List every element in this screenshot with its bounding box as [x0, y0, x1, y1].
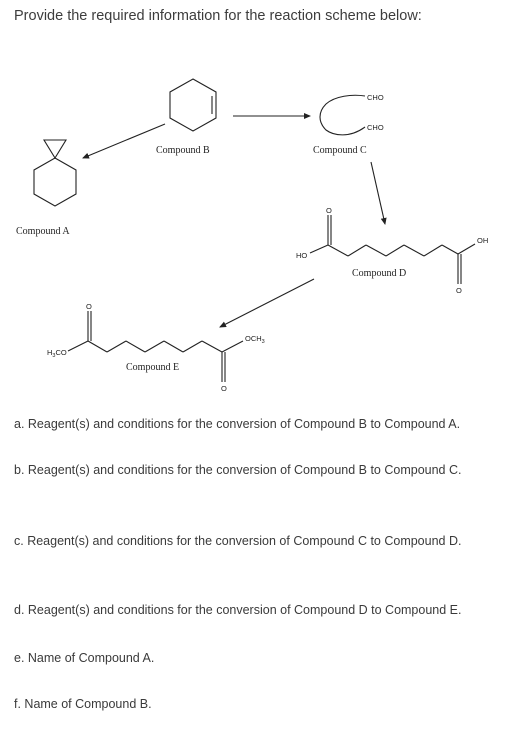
och3-group: OCH3	[245, 334, 265, 345]
compound-a-label: Compound A	[16, 226, 70, 237]
reaction-scheme: Compound B Compound A Compound C Compoun…	[16, 78, 488, 393]
compound-d-label: Compound D	[352, 268, 406, 279]
arrow-c-to-d	[370, 161, 387, 225]
question-intro: Provide the required information for the…	[14, 8, 422, 24]
question-f: f. Name of Compound B.	[14, 697, 152, 711]
carbonyl-o-e-right: O	[221, 384, 227, 393]
compound-e-structure	[67, 311, 244, 382]
compound-b-label: Compound B	[156, 145, 210, 156]
compound-d-structure	[309, 215, 476, 284]
question-e: e. Name of Compound A.	[14, 651, 155, 665]
question-d: d. Reagent(s) and conditions for the con…	[14, 603, 462, 617]
compound-c-structure	[319, 94, 366, 136]
oh-group: OH	[477, 236, 488, 245]
cho-group-top: CHO	[367, 93, 384, 102]
question-b: b. Reagent(s) and conditions for the con…	[14, 463, 462, 477]
arrow-b-to-a	[82, 123, 166, 159]
compound-c-label: Compound C	[313, 145, 367, 156]
cho-group-bottom: CHO	[367, 123, 384, 132]
question-c: c. Reagent(s) and conditions for the con…	[14, 534, 462, 548]
question-a: a. Reagent(s) and conditions for the con…	[14, 417, 461, 431]
compound-e-label: Compound E	[126, 362, 179, 373]
compound-b-structure	[169, 78, 217, 132]
compound-a-structure	[33, 139, 77, 207]
ho-group: HO	[296, 251, 307, 260]
h3co-group: H3CO	[47, 348, 67, 359]
arrow-d-to-e	[219, 278, 315, 328]
carbonyl-o-e-left: O	[86, 302, 92, 311]
carbonyl-o-d-right: O	[456, 286, 462, 295]
carbonyl-o-d-left: O	[326, 206, 332, 215]
